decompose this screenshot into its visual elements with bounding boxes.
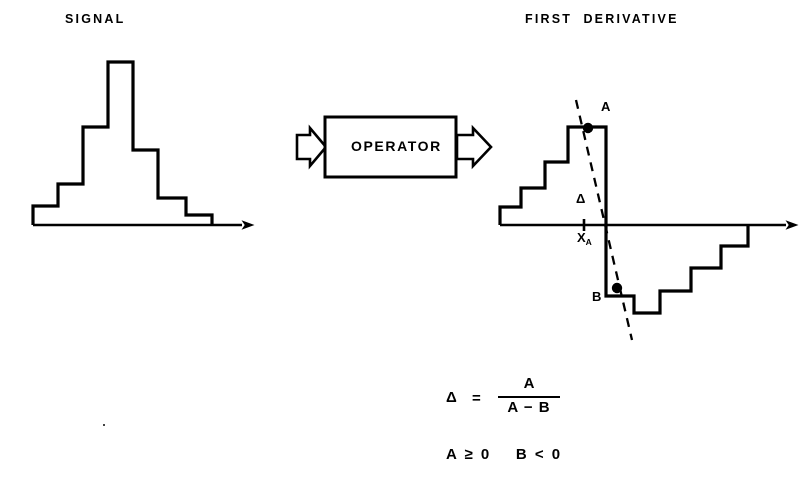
- label-zero-crossing-base: X: [577, 230, 586, 245]
- operator-input-arrow: [295, 124, 328, 170]
- label-zero-crossing-subscript: A: [585, 237, 592, 247]
- formula-conditions: A ≥ 0 B < 0: [446, 446, 563, 463]
- formula-equals: =: [472, 390, 481, 407]
- formula-lhs: Δ: [446, 389, 457, 406]
- derivative-negative-lobe: [604, 225, 750, 315]
- label-a: A: [601, 99, 611, 114]
- label-b: B: [592, 289, 602, 304]
- label-delta: Δ: [576, 191, 586, 206]
- formula-fraction-bar: [498, 393, 560, 398]
- operator-label: OPERATOR: [351, 138, 442, 154]
- operator-box: [323, 115, 458, 179]
- marker-dot-a: [582, 122, 594, 134]
- formula-numerator: A: [523, 375, 535, 392]
- formula-denominator: A − B: [507, 398, 551, 416]
- derivative-positive-lobe: [498, 125, 608, 225]
- signal-title: SIGNAL: [65, 12, 126, 26]
- marker-dot-b: [611, 282, 623, 294]
- derivative-title: FIRST DERIVATIVE: [525, 12, 679, 26]
- formula-fraction: A A − B: [498, 376, 560, 416]
- signal-staircase: [31, 60, 214, 225]
- zero-crossing-ticks: [582, 218, 608, 232]
- operator-output-arrow: [455, 124, 493, 170]
- label-zero-crossing: XA: [577, 230, 592, 247]
- scan-speck: [103, 424, 105, 426]
